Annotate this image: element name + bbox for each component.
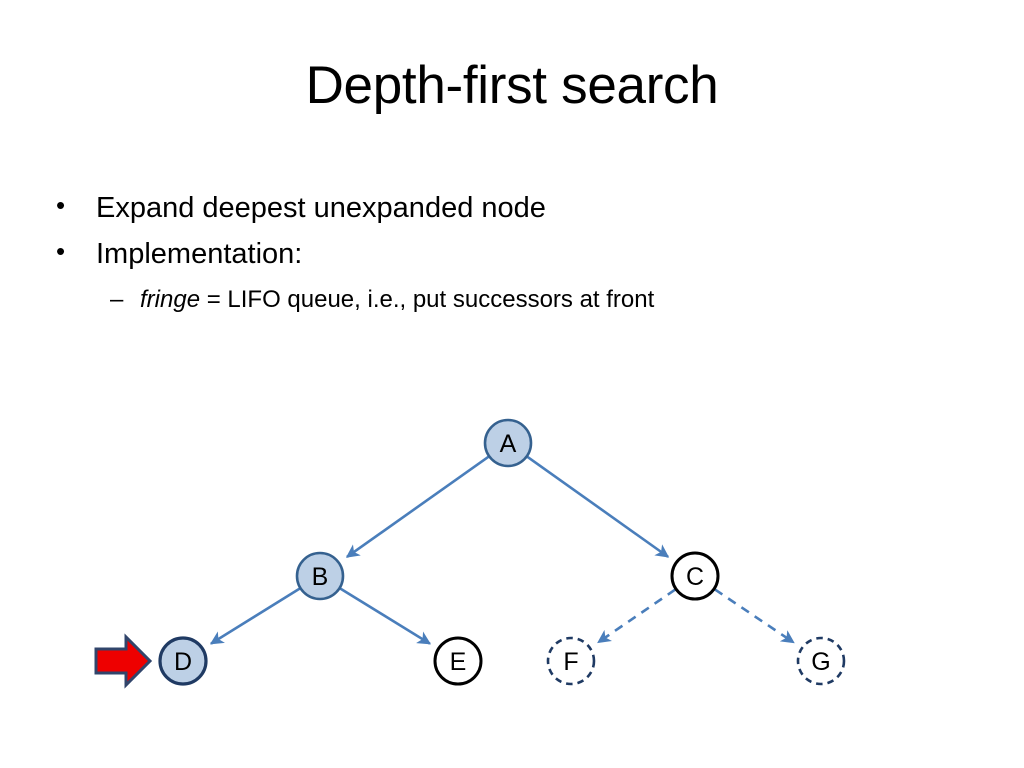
tree-node-circle xyxy=(546,636,596,686)
search-tree-diagram: A B C D E F G xyxy=(0,380,1024,720)
bullet-item-expand: • Expand deepest unexpanded node xyxy=(56,186,956,230)
sub-bullet-term: fringe xyxy=(140,286,201,314)
search-tree-svg: A B C D E F G xyxy=(94,418,846,689)
tree-edge-b-d xyxy=(209,587,301,645)
tree-node-circle xyxy=(433,636,483,686)
node-layer: A B C D E F G xyxy=(158,418,846,686)
tree-edge-a-c xyxy=(526,455,670,558)
bullet-marker: • xyxy=(56,190,66,220)
tree-node-d[interactable]: D xyxy=(158,636,208,686)
tree-node-label: D xyxy=(174,648,192,676)
tree-node-circle xyxy=(158,636,208,686)
sub-bullet-item-fringe: – fringe = LIFO queue, i.e., put success… xyxy=(110,282,956,318)
edge-layer xyxy=(209,455,795,645)
tree-node-label: F xyxy=(563,648,578,676)
bullet-text: Expand deepest unexpanded node xyxy=(96,192,546,224)
bullet-text: Implementation: xyxy=(96,238,303,271)
tree-node-c[interactable]: C xyxy=(670,551,720,601)
current-node-pointer-icon xyxy=(94,633,153,689)
tree-node-circle xyxy=(483,418,533,468)
sub-bullet-marker: – xyxy=(110,286,124,314)
tree-node-a[interactable]: A xyxy=(483,418,533,468)
tree-node-label: B xyxy=(312,563,329,591)
tree-edge-c-g xyxy=(714,588,795,644)
tree-node-circle xyxy=(295,551,345,601)
pointer-layer xyxy=(94,633,153,689)
tree-node-label: C xyxy=(686,563,704,591)
tree-edge-a-b xyxy=(345,455,490,559)
bullet-marker: • xyxy=(56,236,66,267)
tree-node-circle xyxy=(670,551,720,601)
tree-node-label: G xyxy=(811,648,830,676)
tree-edge-b-e xyxy=(339,587,432,645)
bullet-list: • Expand deepest unexpanded node • Imple… xyxy=(56,186,956,318)
bullet-item-implementation: • Implementation: xyxy=(56,232,956,276)
tree-edge-c-f xyxy=(597,588,676,644)
tree-node-e[interactable]: E xyxy=(433,636,483,686)
tree-node-b[interactable]: B xyxy=(295,551,345,601)
tree-node-label: E xyxy=(450,648,467,676)
page-title: Depth-first search xyxy=(305,56,719,115)
tree-node-f[interactable]: F xyxy=(546,636,596,686)
sub-bullet-text: fringe = LIFO queue, i.e., put successor… xyxy=(140,282,654,318)
tree-node-g[interactable]: G xyxy=(796,636,846,686)
tree-node-label: A xyxy=(500,430,517,458)
tree-node-circle xyxy=(796,636,846,686)
sub-bullet-rest: = LIFO queue, i.e., put successors at fr… xyxy=(200,286,655,314)
